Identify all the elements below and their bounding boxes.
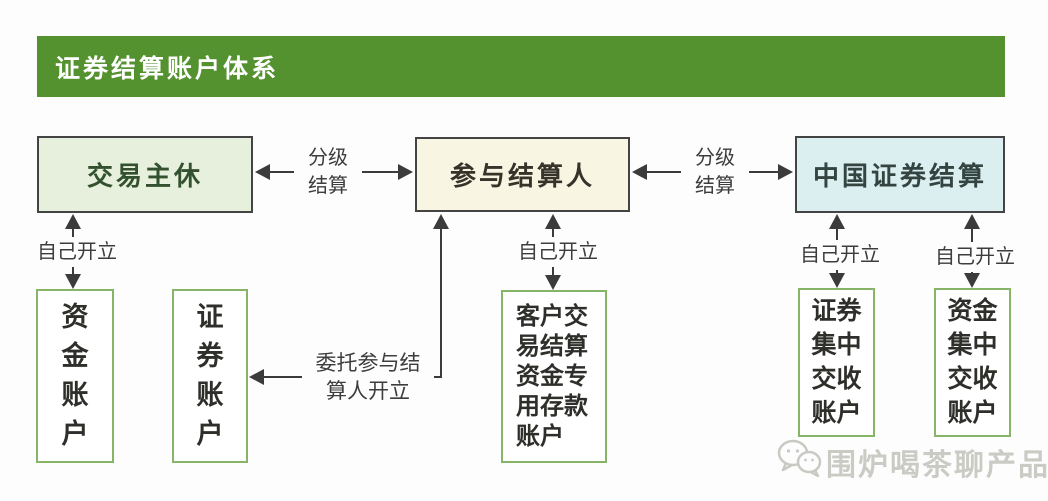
node-china-securities-clearing: 中国证券结算: [795, 136, 1005, 213]
node-securities-central-account-label: 证券集中交收账户: [811, 297, 862, 427]
arrowhead-up-delegate: [433, 214, 449, 229]
edge-label-delegate-open: 委托参与结 算人开立: [302, 349, 434, 407]
edge-label-self-open-2: 自己开立: [512, 237, 604, 267]
node-trading-entity-label: 交易主休: [86, 162, 203, 191]
node-china-securities-clearing-label: 中国证券结算: [812, 162, 987, 191]
node-trading-entity: 交易主休: [37, 136, 253, 213]
arrowhead-left-trading-participant: [255, 164, 270, 180]
node-fund-central-account: 资金集中交收账户: [934, 288, 1011, 437]
arrowhead-left-securities-account: [249, 369, 264, 385]
edge-label-self-open-1: 自己开立: [31, 237, 123, 267]
edge-label-self-open-4: 自己开立: [929, 242, 1021, 272]
node-securities-account: 证券账户: [172, 289, 248, 463]
arrowhead-down-fund-central: [964, 273, 980, 288]
arrowhead-right-trading-participant: [398, 164, 413, 180]
arrowhead-down-deposit-account: [545, 275, 561, 290]
node-fund-central-account-label: 资金集中交收账户: [947, 297, 998, 427]
arrowhead-up-clearing-2: [964, 214, 980, 229]
arrowhead-right-participant-clearing: [778, 164, 793, 180]
node-client-deposit-account: 客户交易结算资金专用存款账户: [501, 290, 607, 463]
watermark-text: 围炉喝茶聊产品: [826, 449, 1048, 482]
node-securities-central-account: 证券集中交收账户: [798, 288, 875, 437]
node-securities-account-label: 证券账户: [196, 302, 224, 449]
node-settlement-participant-label: 参与结算人: [449, 162, 595, 191]
page-title: 证券结算账户体系: [55, 55, 280, 83]
arrowhead-up-participant: [545, 214, 561, 229]
arrowhead-down-fund-account: [65, 274, 81, 289]
node-fund-account: 资金账户: [36, 289, 114, 463]
header-bar: 证券结算账户体系: [37, 36, 1005, 97]
edge-label-tiered-settlement-1: 分级 结算: [294, 143, 362, 201]
wechat-chat-bubbles-icon: [777, 439, 822, 477]
edge-label-tiered-settlement-2: 分级 结算: [681, 143, 749, 201]
node-fund-account-label: 资金账户: [61, 302, 89, 449]
arrowhead-left-participant-clearing: [632, 164, 647, 180]
node-settlement-participant: 参与结算人: [415, 137, 630, 212]
edge-label-self-open-3: 自己开立: [794, 240, 886, 270]
arrowhead-up-trading: [65, 214, 81, 229]
edge-delegate-vertical: [440, 227, 442, 378]
node-client-deposit-account-label: 客户交易结算资金专用存款账户: [516, 303, 588, 450]
arrowhead-down-sec-central: [829, 273, 845, 288]
arrowhead-up-clearing-1: [829, 214, 845, 229]
